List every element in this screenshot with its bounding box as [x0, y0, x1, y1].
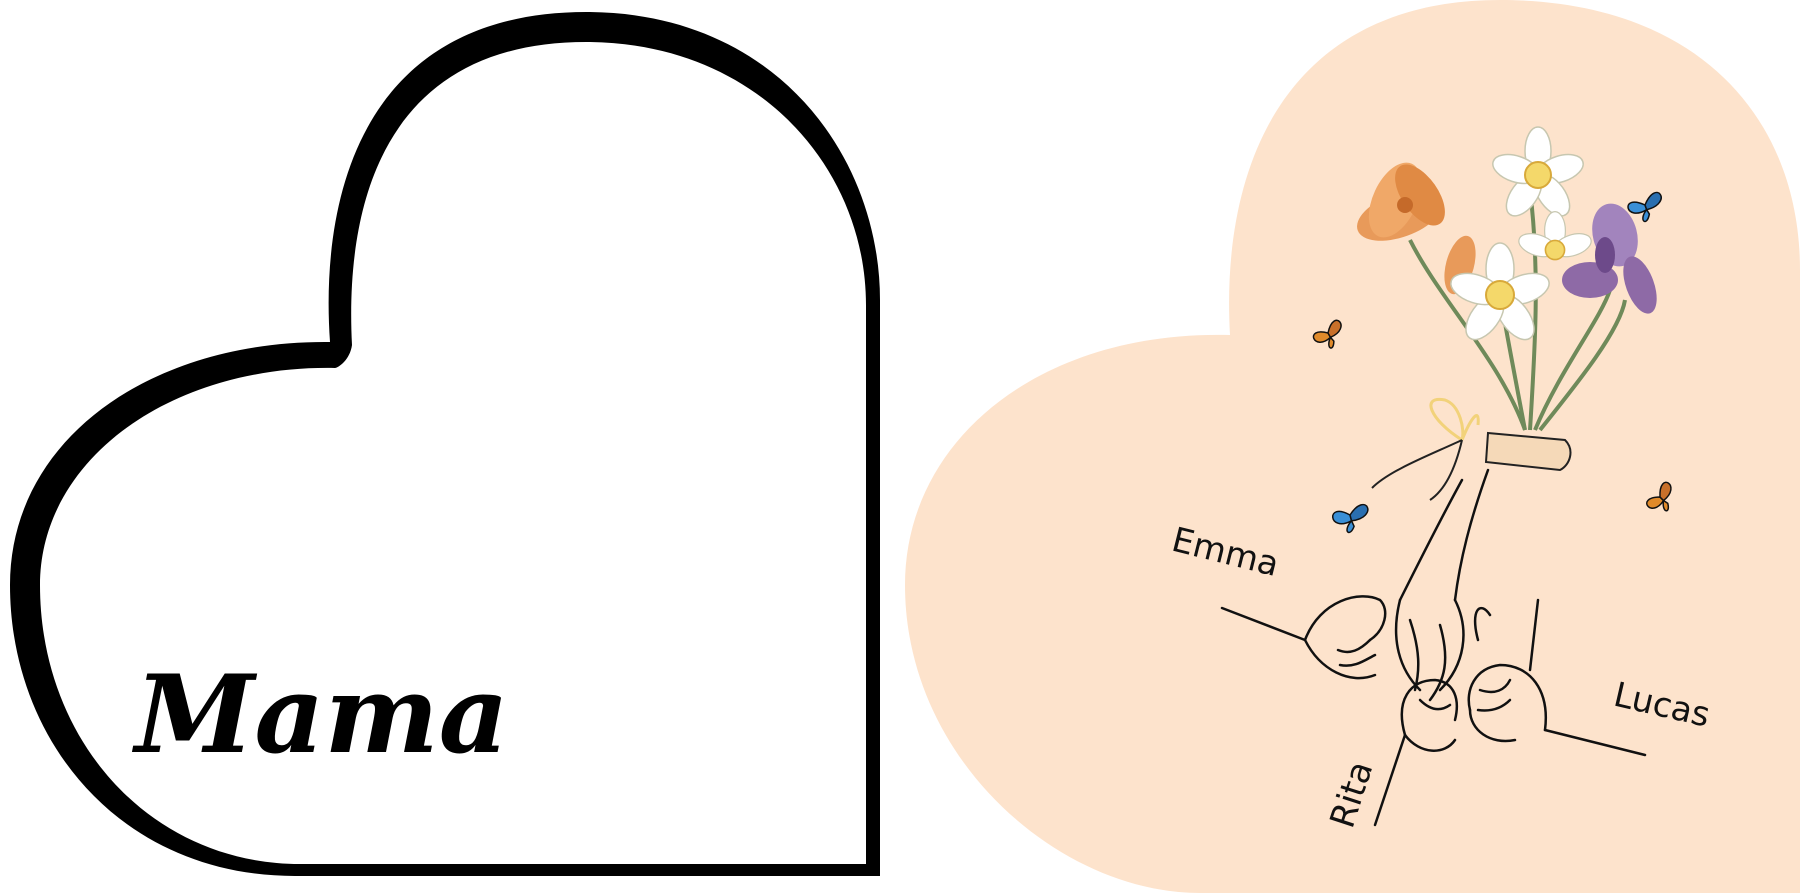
butterfly-icon [1627, 191, 1662, 223]
butterfly-icon [1332, 503, 1369, 534]
child-hand-middle-icon [1373, 678, 1459, 827]
right-heart-fill [905, 0, 1800, 893]
butterfly-icon [1646, 481, 1672, 512]
mama-title: Mama [131, 652, 509, 778]
right-heart: Emma Rita Lucas [905, 0, 1800, 893]
daffodil-flower-icon [1450, 126, 1592, 341]
bouquet-wrap [1371, 397, 1572, 501]
ribbon-bow-icon [1429, 397, 1480, 442]
butterfly-icon [1312, 319, 1342, 349]
lily-flower-icon [1357, 162, 1445, 241]
left-heart-fill [40, 41, 866, 864]
iris-flower-icon [1562, 203, 1657, 314]
child-hand-left-icon [1220, 595, 1387, 680]
left-heart: Mama [10, 11, 895, 876]
child-hand-right-icon [1467, 598, 1647, 757]
